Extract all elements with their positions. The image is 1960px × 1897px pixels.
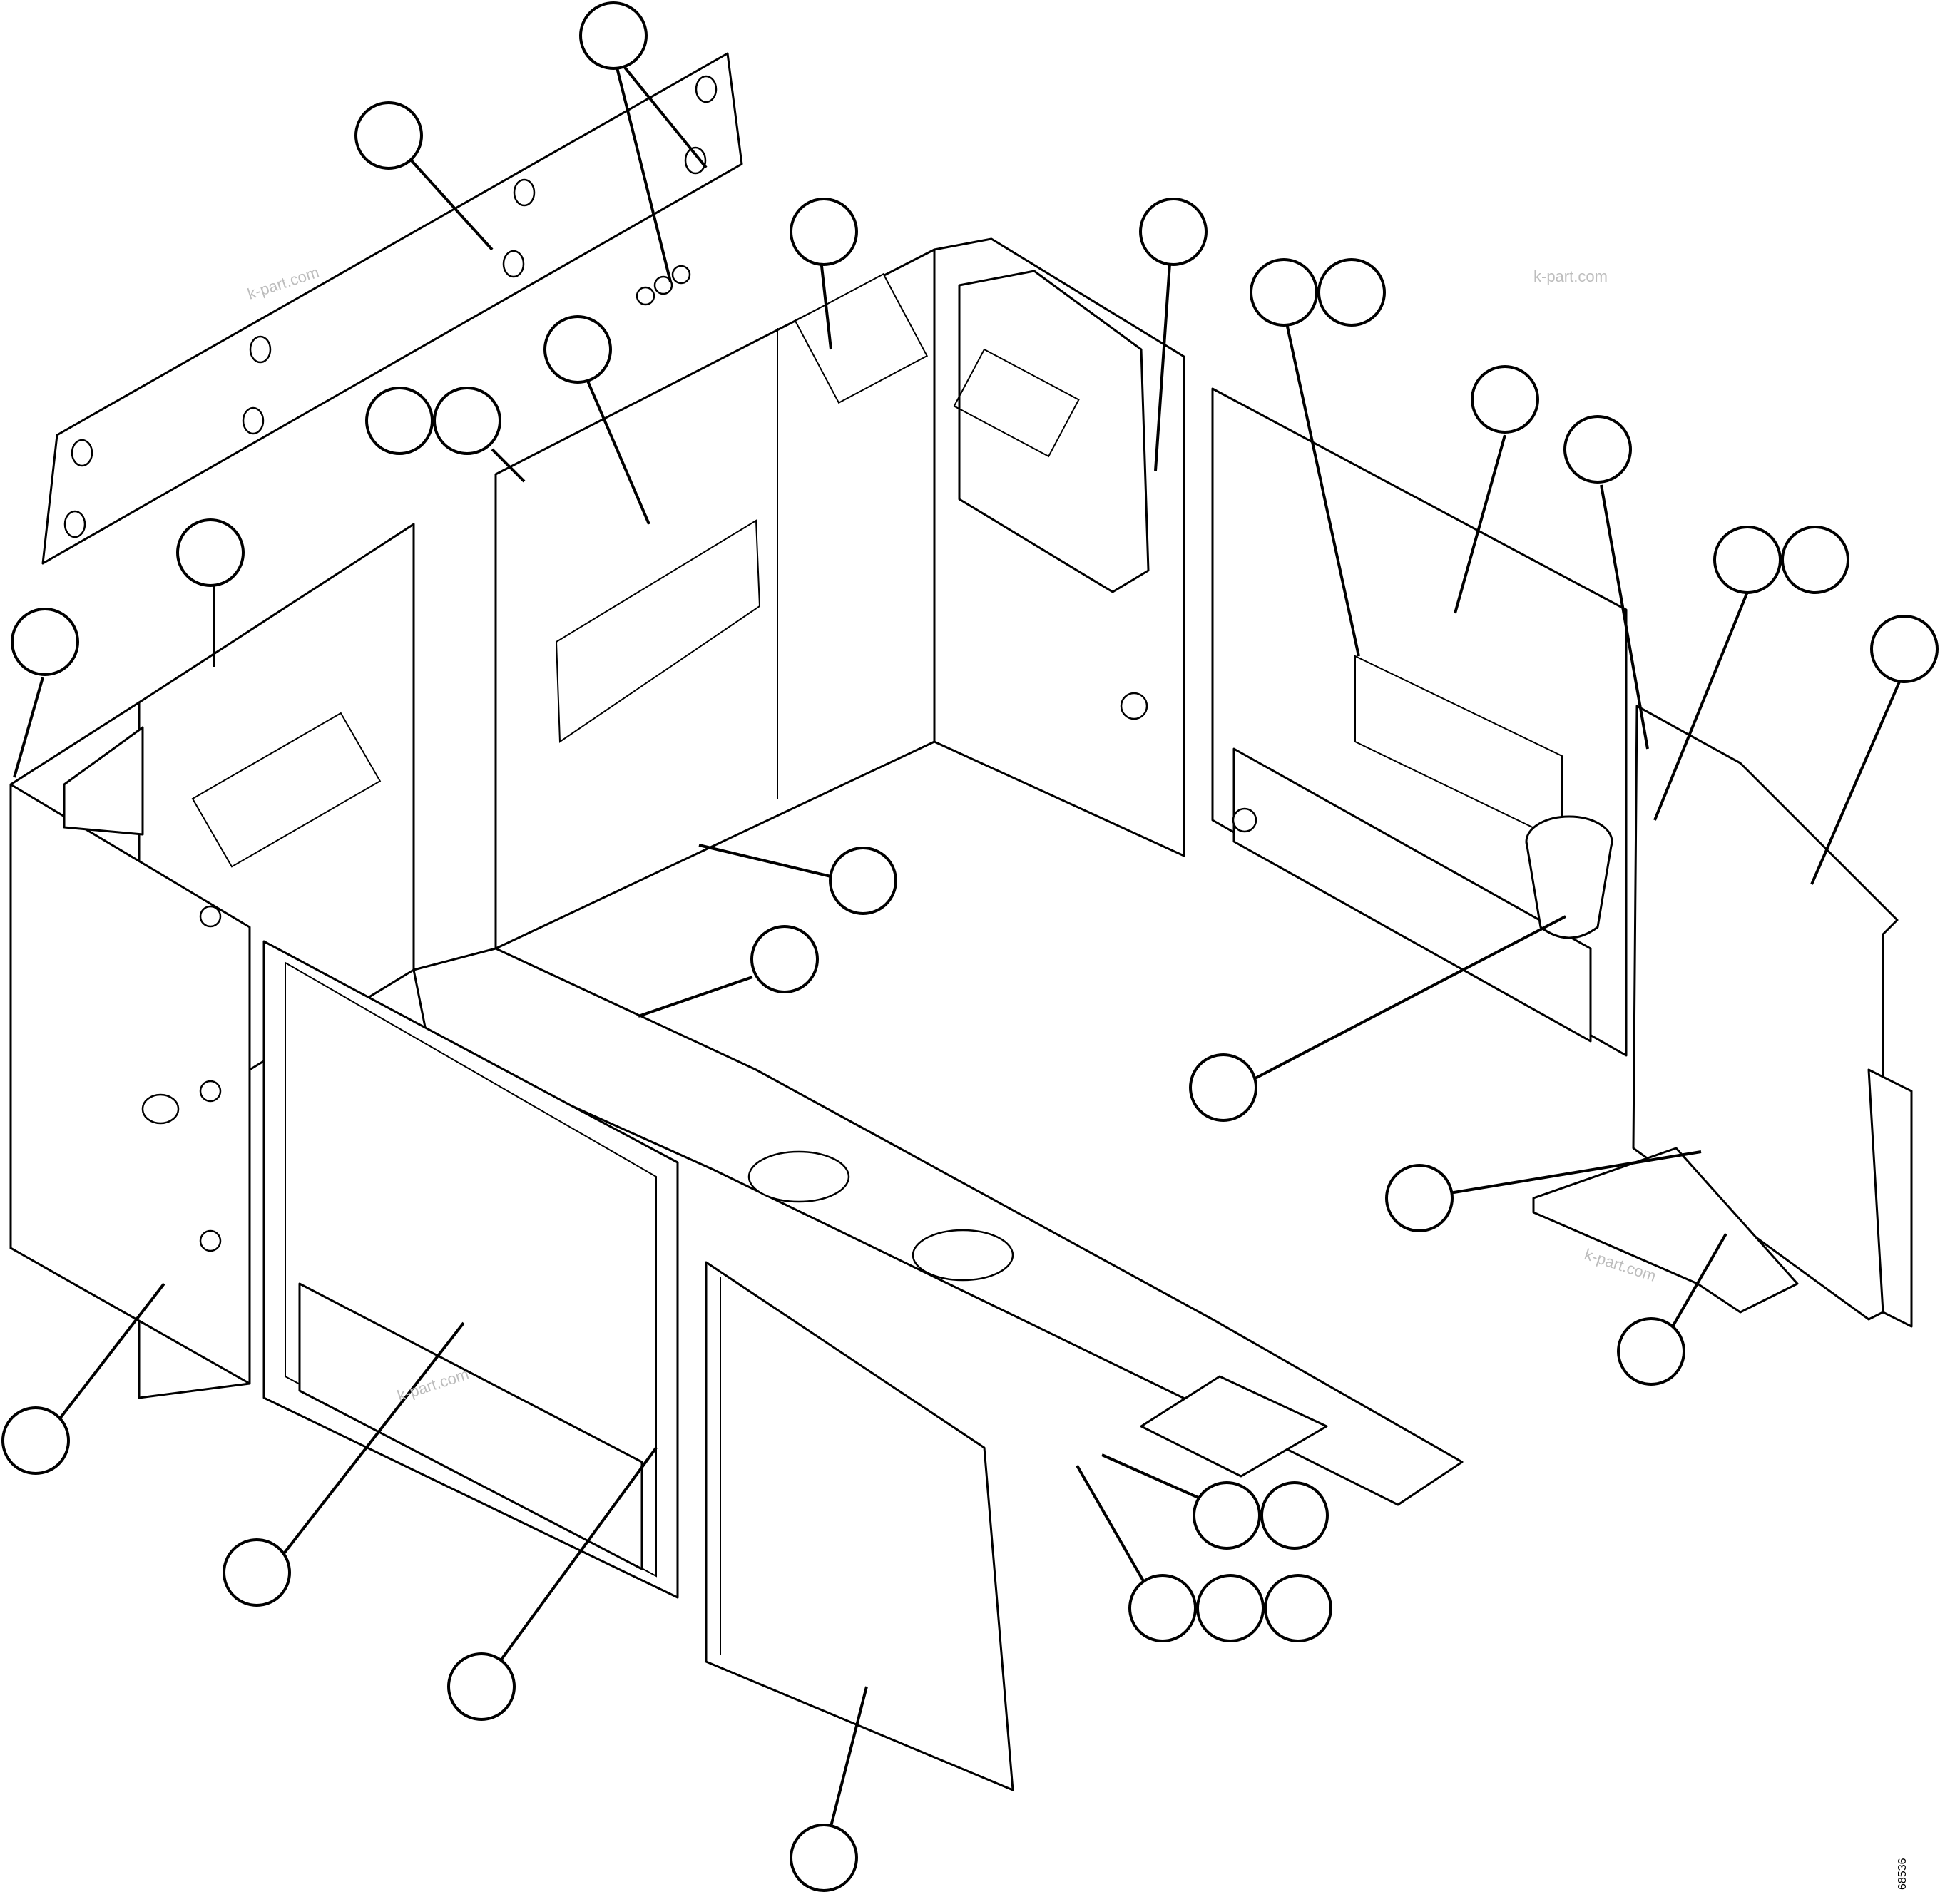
callout-22 <box>1193 1481 1261 1550</box>
callout-17 <box>829 847 897 915</box>
callout-27 <box>1 1406 70 1475</box>
callout-3 <box>790 198 858 266</box>
watermark-2: k-part.com <box>1533 267 1608 285</box>
callout-18 <box>750 925 819 993</box>
callout-25 <box>1196 1574 1265 1642</box>
callout-5 <box>1250 258 1318 327</box>
callout-20 <box>1385 1164 1454 1232</box>
callout-26 <box>1264 1574 1332 1642</box>
callout-16 <box>1870 615 1939 683</box>
callout-4 <box>1139 198 1208 266</box>
callout-28 <box>223 1538 291 1607</box>
callout-24 <box>1128 1574 1197 1642</box>
callout-10 <box>365 387 434 455</box>
callout-11 <box>433 387 501 455</box>
right-side-panel <box>1211 387 1628 1057</box>
top-mounting-plate <box>41 52 743 565</box>
callout-15 <box>1781 526 1849 594</box>
front-left-door-panel <box>262 940 679 1599</box>
front-right-door-panel <box>705 1261 1014 1791</box>
callout-1 <box>579 1 648 70</box>
callout-8 <box>1563 415 1632 484</box>
callout-12 <box>176 518 245 587</box>
callout-29 <box>447 1652 516 1721</box>
figure-code: 68536 <box>1897 1858 1909 1890</box>
callout-21 <box>1617 1317 1685 1386</box>
callout-2 <box>354 101 423 170</box>
callout-7 <box>1471 365 1539 434</box>
foot-bracket <box>1532 1147 1799 1314</box>
floor-base-plate <box>412 947 1464 1506</box>
callout-19 <box>1189 1053 1257 1122</box>
cup-holder <box>1525 815 1613 939</box>
callout-30 <box>790 1824 858 1892</box>
callout-23 <box>1260 1481 1329 1550</box>
callout-14 <box>1713 526 1782 594</box>
callout-9 <box>543 315 612 384</box>
callout-13 <box>11 608 79 676</box>
callout-6 <box>1317 258 1386 327</box>
rear-right-panel <box>933 237 1185 857</box>
